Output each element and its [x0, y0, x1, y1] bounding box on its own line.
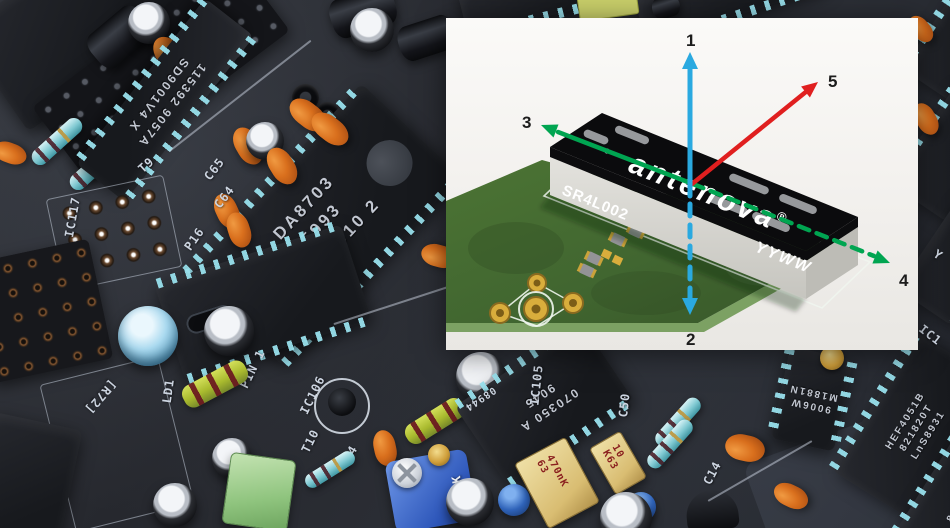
axis-arrows: [541, 52, 890, 315]
axis2-arrowhead: [682, 298, 698, 315]
electrolytic-cap-blue: [118, 306, 178, 366]
chip-line: 8927: [945, 493, 950, 525]
antenna-black-edge-right: [806, 217, 858, 261]
film-cap-green: [221, 451, 297, 528]
ceramic-front-face: [550, 157, 806, 299]
tantalum-cap: [0, 137, 30, 169]
antenna-slots: [583, 125, 817, 232]
axis1-arrowhead: [682, 52, 698, 69]
axis5-line: [689, 88, 810, 187]
antenna-top-face: [550, 113, 858, 251]
silkscreen-c65: C65: [201, 154, 228, 184]
axis5-arrowhead: [801, 82, 818, 98]
antenna-black-edge-front: [550, 147, 806, 261]
gold-standoff: [428, 444, 450, 466]
bead-cap-blue: [498, 484, 530, 516]
electrolytic-cap: [350, 8, 394, 52]
axis4-label: 4: [899, 271, 909, 290]
transistor-ring: [314, 378, 370, 434]
silkscreen-t10: T10: [298, 426, 323, 456]
axis3-label: 3: [522, 113, 531, 132]
axis5-label: 5: [828, 72, 837, 91]
axis4-line: [690, 181, 877, 259]
axis1-label: 1: [686, 31, 695, 50]
electrolytic-cap: [204, 306, 254, 356]
axis3-arrowhead: [541, 124, 559, 138]
screw-cross-icon: [395, 461, 419, 485]
antenna-module: antenova® SR4L002 YYWW: [550, 113, 858, 299]
axis3-line: [555, 129, 696, 187]
transistor-to92: [684, 487, 740, 528]
axis4-arrowhead: [872, 250, 890, 264]
silkscreen-c50: C50: [616, 391, 633, 419]
pcb-shading: [468, 222, 564, 274]
antenna-axes-diagram: antenova® SR4L002 YYWW 1 2 3 4: [446, 31, 909, 349]
antenna-diagram-panel: antenova® SR4L002 YYWW 1 2 3 4: [446, 18, 918, 350]
electrolytic-cap: [446, 478, 494, 526]
transistor: [328, 388, 356, 416]
silkscreen-c14: C14: [700, 458, 725, 488]
axis2-label: 2: [686, 330, 695, 349]
pcb-shading: [591, 271, 701, 315]
trimmer-screw: [392, 458, 422, 488]
gold-pads: [489, 273, 584, 327]
antenna-shadow: [540, 195, 806, 312]
gold-standoff: [820, 346, 844, 370]
electrolytic-cap-flat: [600, 492, 652, 528]
electrolytic-cap: [153, 483, 197, 527]
